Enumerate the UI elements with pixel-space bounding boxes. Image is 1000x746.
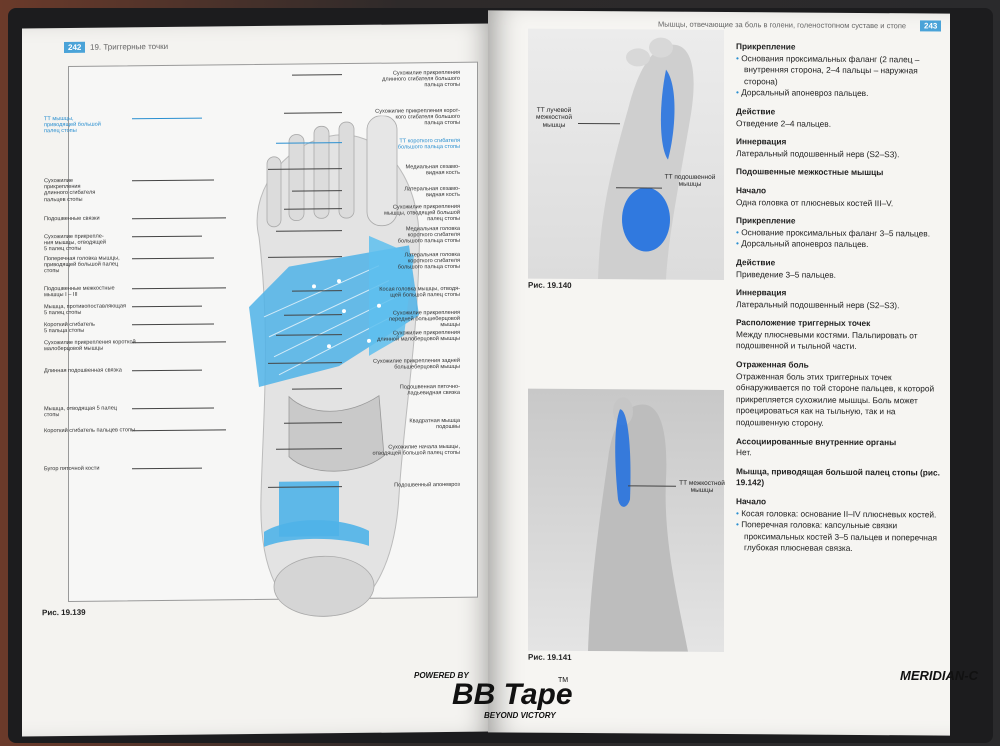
publisher-logo: MERIDIAN-C: [900, 668, 978, 683]
powered-by-text: POWERED BY: [414, 671, 469, 680]
callout-label-right: Сухожилие начала мышцы, отводящей большо…: [372, 443, 460, 457]
text-span: Дорсальный апоневроз пальцев.: [741, 238, 869, 250]
callout-label-right: Медиальная головка короткого сгибателя б…: [397, 225, 460, 245]
label-tt-plantar: ТТ подошвенной мышцы: [664, 173, 716, 189]
callout-label-right: Косая головка мышцы, отводя- щей большой…: [379, 285, 460, 299]
callout-label-left: Сухожилие прикрепления короткой малоберц…: [44, 339, 136, 353]
text-span: Одна головка от плюсневых костей III–V.: [736, 196, 894, 208]
text-span: Действие: [736, 106, 776, 117]
figure-19-140-photo: [528, 28, 724, 281]
paragraph: Латеральный подошвенный нерв (S2–S3).: [736, 148, 944, 161]
page-number-left: 242: [64, 41, 86, 54]
callout-label-right: ТТ короткого сгибателя большого пальца с…: [397, 137, 460, 151]
text-span: Косая головка: основание II–IV плюсневых…: [741, 507, 937, 520]
section-heading: Подошвенные межкостные мышцы: [736, 166, 944, 179]
callout-label-left: Мышца, отводящая 5 палец стопы: [44, 405, 118, 419]
label-tt-interosseous: ТТ межкостной мышцы: [679, 479, 725, 495]
text-span: Иннервация: [736, 287, 787, 298]
paragraph: Отведение 2–4 пальцев.: [736, 118, 944, 131]
body-text-column: Прикрепление• Основания проксимальных фа…: [736, 34, 944, 555]
running-header: Мышцы, отвечающие за боль в голени, голе…: [658, 19, 907, 31]
text-span: Иннервация: [736, 136, 787, 147]
callout-label-left: Подошвенные межкостные мышцы I – III: [44, 285, 115, 299]
callout-label-right: Латеральная головка короткого сгибателя …: [397, 251, 460, 271]
right-page: Мышцы, отвечающие за боль в голени, голе…: [488, 10, 950, 736]
text-span: Начало: [736, 185, 767, 196]
callout-label-right: Сухожилие прикрепления длинного сгибател…: [382, 69, 460, 89]
publisher-name: MERIDIAN-C: [900, 668, 978, 683]
tagline-text: BEYOND VICTORY: [484, 711, 556, 720]
callout-label-right: Подошвенная пяточно- ладьевидная связка: [399, 383, 460, 397]
callout-label-right: Подошвенный апоневроз: [394, 481, 460, 489]
sole-trigger-points: [598, 37, 694, 280]
bullet-item: • Дорсальный апоневроз пальцев.: [736, 87, 944, 100]
dorsal-foot-trigger-points: [588, 397, 688, 652]
text-span: Поперечная головка: капсульные связки пр…: [741, 519, 937, 554]
text-span: Мышца, приводящая большой палец стопы (р…: [736, 465, 940, 488]
paragraph: Одна головка от плюсневых костей III–V.: [736, 197, 944, 210]
callout-label-left: Мышца, противопоставляющая 5 палец стопы: [44, 303, 127, 317]
figure-19-139: [68, 61, 478, 617]
text-span: Основания проксимальных фаланг (2 палец …: [741, 52, 920, 87]
bbtape-logo: POWERED BY BB Tape TM BEYOND VICTORY: [414, 671, 573, 720]
text-span: Расположение триггерных точек: [736, 317, 871, 329]
text-span: Приведение 3–5 пальцев.: [736, 268, 836, 280]
figure-caption-19-139: Рис. 19.139: [42, 607, 86, 618]
bullet-item: • Дорсальный апоневроз пальцев.: [736, 238, 944, 251]
text-span: Ассоциированные внутренние органы: [736, 435, 897, 447]
text-span: Действие: [736, 257, 776, 268]
text-span: Начало: [736, 496, 767, 507]
callout-label-right: Сухожилие прикрепления передней большебе…: [388, 309, 460, 329]
bullet-item: • Основания проксимальных фаланг (2 пале…: [736, 53, 944, 89]
section-heading: Ассоциированные внутренние органы: [736, 436, 944, 449]
text-span: Отраженная боль этих триггерных точек об…: [736, 370, 935, 428]
callout-label-left: Короткий сгибатель 5 пальца стопы: [44, 321, 95, 335]
text-span: Нет.: [736, 447, 752, 458]
text-span: Прикрепление: [736, 215, 796, 226]
paragraph: Между плюсневыми костями. Пальпировать о…: [736, 329, 944, 354]
paragraph: Латеральный подошвенный нерв (S2–S3).: [736, 299, 944, 312]
figure-caption-19-141: Рис. 19.141: [528, 652, 572, 662]
text-span: Прикрепление: [736, 41, 796, 52]
bullet-item: • Поперечная головка: капсульные связки …: [736, 519, 944, 555]
callout-label-right: Сухожилие прикрепления задней большеберц…: [373, 357, 460, 371]
callout-label-right: Сухожилие прикрепления мышцы, отводящей …: [384, 203, 460, 223]
text-span: Латеральный подошвенный нерв (S2–S3).: [736, 298, 900, 310]
paragraph: Нет.: [736, 447, 944, 460]
text-span: Латеральный подошвенный нерв (S2–S3).: [736, 147, 900, 160]
chapter-title: 19. Триггерные точки: [90, 41, 169, 52]
callout-label-right: Сухожилие прикрепления длинной малоберцо…: [377, 329, 460, 343]
text-span: Отраженная боль: [736, 359, 809, 370]
page-number-right: 243: [920, 20, 942, 32]
text-span: Отведение 2–4 пальцев.: [736, 117, 831, 129]
label-tt-radial-interosseous: ТТ лучевой межкостной мышцы: [536, 106, 572, 129]
callout-label-right: Сухожилие прикрепления корот- кого сгиба…: [375, 107, 460, 127]
left-page: 242 19. Триггерные точки ТТ мышцы, приво…: [22, 23, 490, 737]
figure-caption-19-140: Рис. 19.140: [528, 280, 572, 290]
section-heading: Мышца, приводящая большой палец стопы (р…: [736, 466, 944, 491]
foot-anatomy-illustration: [249, 115, 420, 617]
brand-text: BB Tape: [452, 678, 573, 711]
text-span: Основание проксимальных фаланг 3–5 пальц…: [741, 226, 931, 239]
text-span: Подошвенные межкостные мышцы: [736, 166, 884, 178]
text-span: Дорсальный апоневроз пальцев.: [741, 87, 869, 99]
callout-label-right: Латеральная сезамо- видная кость: [404, 185, 460, 199]
callout-label-right: Медиальная сезамо- видная кость: [405, 163, 460, 177]
paragraph: Отраженная боль этих триггерных точек об…: [736, 371, 944, 430]
paragraph: Приведение 3–5 пальцев.: [736, 269, 944, 282]
trademark-text: TM: [558, 677, 568, 684]
callout-label-right: Квадратная мышца подошвы: [409, 417, 460, 431]
text-span: Между плюсневыми костями. Пальпировать о…: [736, 328, 918, 352]
figure-19-141-photo: [528, 388, 724, 653]
